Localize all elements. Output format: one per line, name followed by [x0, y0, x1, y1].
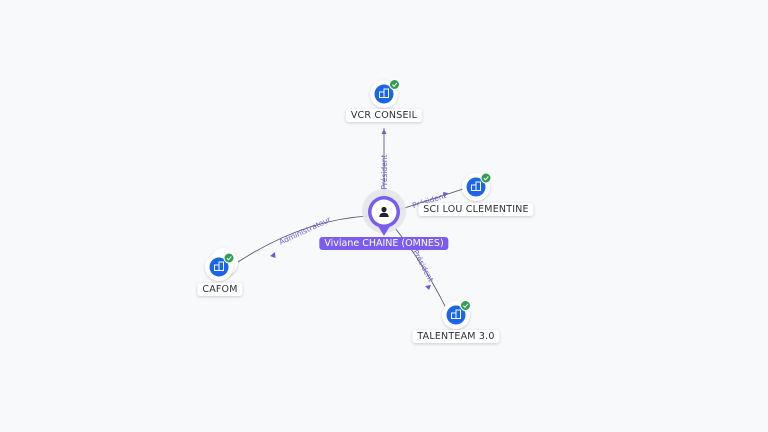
building-icon — [451, 309, 461, 319]
person-name-label[interactable]: Viviane CHAINE (OMNES) — [319, 237, 449, 250]
building-icon — [471, 181, 481, 191]
person-node[interactable] — [362, 189, 406, 236]
edge-cafom[interactable] — [231, 215, 369, 267]
company-label-sci[interactable]: SCI LOU CLEMENTINE — [418, 203, 534, 216]
edges — [231, 128, 467, 313]
verified-icon — [223, 252, 235, 264]
building-icon — [214, 261, 224, 271]
company-node-talent[interactable] — [442, 300, 471, 330]
company-label-cafom[interactable]: CAFOM — [197, 283, 243, 296]
edge-label-talent: Président — [411, 248, 435, 283]
arrow-talent — [425, 285, 431, 290]
company-node-vcr[interactable] — [370, 79, 400, 109]
company-node-sci[interactable] — [462, 172, 492, 201]
verified-icon — [460, 300, 471, 311]
verified-icon — [389, 79, 400, 90]
company-label-vcr[interactable]: VCR CONSEIL — [345, 109, 423, 122]
edge-label-vcr: Président — [380, 154, 389, 189]
arrow-vcr — [381, 129, 387, 134]
arrow-sci — [443, 192, 448, 197]
company-node-cafom[interactable] — [205, 248, 238, 281]
person-icon — [379, 206, 389, 217]
building-icon — [379, 88, 389, 98]
arrow-cafom — [270, 252, 276, 258]
verified-icon — [480, 172, 492, 184]
company-label-talent[interactable]: TALENTEAM 3.0 — [412, 330, 500, 343]
edge-talent[interactable] — [394, 227, 449, 313]
